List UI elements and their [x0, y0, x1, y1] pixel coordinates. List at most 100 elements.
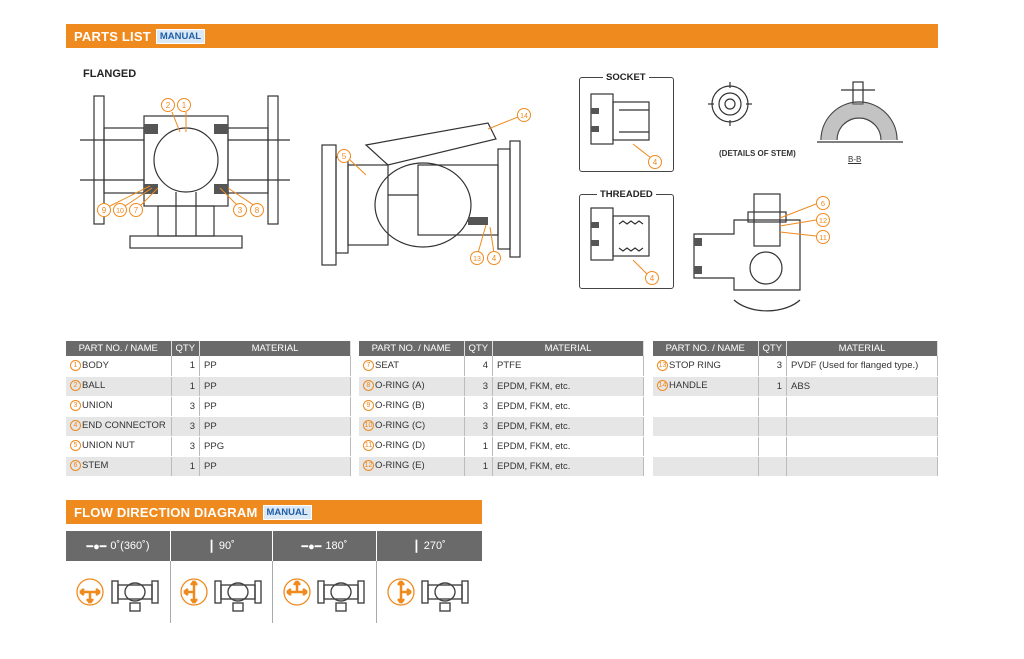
flanged-valve-drawing: 2 1 9 10 7 3 8 — [80, 95, 290, 249]
flow-90-icon — [180, 578, 262, 612]
svg-text:4: 4 — [653, 158, 658, 167]
qty-cell — [758, 436, 788, 457]
flow-cell-90 — [171, 561, 273, 623]
material-cell: PP — [199, 356, 351, 377]
part-number-badge: 5 — [70, 440, 81, 452]
flow-angle-270: ┃ 270˚ — [377, 531, 482, 561]
part-number-badge: 9 — [363, 400, 374, 412]
parts-list-header: PARTS LIST MANUAL — [66, 24, 938, 48]
qty-cell: 1 — [171, 376, 201, 397]
part-name: O-RING (B) — [375, 400, 425, 412]
flow-angle-0: ━●━ 0˚(360˚) — [66, 531, 171, 561]
qty-cell: 3 — [464, 376, 494, 397]
material-cell — [786, 396, 938, 417]
handle-horizontal-icon: ━●━ — [86, 540, 107, 553]
table-row — [653, 416, 938, 437]
flow-angle-90: ┃ 90˚ — [171, 531, 273, 561]
qty-cell: 3 — [171, 396, 201, 417]
svg-text:12: 12 — [819, 216, 827, 225]
material-cell — [786, 416, 938, 437]
callout-1 — [177, 98, 191, 112]
material-cell: EPDM, FKM, etc. — [492, 436, 644, 457]
flow-direction-header: FLOW DIRECTION DIAGRAM MANUAL — [66, 500, 482, 524]
svg-text:4: 4 — [650, 274, 655, 283]
qty-cell: 1 — [758, 376, 788, 397]
svg-text:14: 14 — [520, 113, 528, 120]
col-qty: QTY — [758, 341, 788, 356]
part-name: O-RING (E) — [375, 460, 425, 472]
part-number-badge: 6 — [70, 460, 81, 472]
material-cell: PP — [199, 396, 351, 417]
part-number-badge: 3 — [70, 400, 81, 412]
col-material: MATERIAL — [199, 341, 351, 356]
part-name: END CONNECTOR — [82, 420, 166, 432]
qty-cell — [758, 416, 788, 437]
qty-cell: 1 — [171, 456, 201, 477]
qty-cell: 3 — [171, 436, 201, 457]
part-name: BODY — [82, 360, 109, 372]
part-number-badge: 8 — [363, 380, 374, 392]
part-name: BALL — [82, 380, 106, 392]
svg-text:4: 4 — [492, 254, 497, 263]
callout-text: 2 — [166, 101, 171, 110]
qty-cell: 1 — [171, 356, 201, 377]
flow-direction-title: FLOW DIRECTION DIAGRAM — [74, 504, 258, 520]
handle-vertical-icon: ┃ — [208, 540, 215, 553]
part-name: SEAT — [375, 360, 400, 372]
part-number-badge: 14 — [657, 380, 668, 392]
manual-badge[interactable]: MANUAL — [155, 28, 206, 44]
qty-cell — [758, 396, 788, 417]
part-number-badge: 4 — [70, 420, 81, 432]
material-cell: EPDM, FKM, etc. — [492, 416, 644, 437]
material-cell — [786, 456, 938, 477]
socket-drawing: 4 — [590, 93, 662, 169]
qty-cell: 1 — [464, 456, 494, 477]
stem-section-drawing: 6 12 11 — [693, 193, 830, 312]
flow-180-icon — [283, 578, 365, 612]
part-name: O-RING (D) — [375, 440, 426, 452]
col-qty: QTY — [464, 341, 494, 356]
manual-badge[interactable]: MANUAL — [262, 504, 312, 520]
col-part-name: PART NO. / NAME — [66, 341, 172, 356]
col-material: MATERIAL — [786, 341, 938, 356]
material-cell: PPG — [199, 436, 351, 457]
svg-text:10: 10 — [116, 208, 124, 215]
part-number-badge: 7 — [363, 360, 374, 372]
part-name: UNION — [82, 400, 113, 412]
part-number-badge: 13 — [657, 360, 668, 372]
flow-270-icon — [387, 578, 469, 612]
part-name: HANDLE — [669, 380, 708, 392]
material-cell: ABS — [786, 376, 938, 397]
part-name: STEM — [82, 460, 109, 472]
col-part-name: PART NO. / NAME — [359, 341, 465, 356]
stem-detail-drawing — [708, 82, 752, 126]
qty-cell: 3 — [171, 416, 201, 437]
table-row — [653, 456, 938, 477]
callout-10 — [113, 203, 127, 217]
svg-text:7: 7 — [134, 206, 139, 215]
callout-9 — [97, 203, 111, 217]
col-part-name: PART NO. / NAME — [653, 341, 759, 356]
table-row — [653, 436, 938, 457]
part-name: O-RING (C) — [375, 420, 426, 432]
part-name-cell — [653, 456, 759, 477]
part-name-cell — [653, 436, 759, 457]
